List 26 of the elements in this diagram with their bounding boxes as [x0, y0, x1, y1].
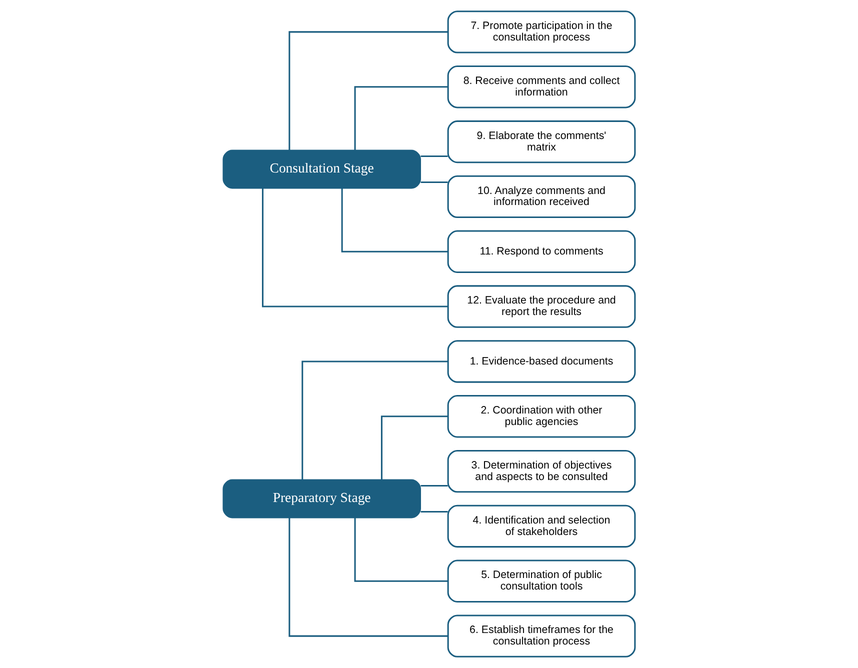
node-box: Preparatory Stage [222, 479, 421, 518]
node-box: 1. Evidence-based documents [447, 340, 636, 383]
connector [420, 510, 448, 512]
node-box: 7. Promote participation in the consultation process [447, 10, 636, 54]
node-box: Consultation Stage [222, 150, 421, 189]
node-box: 9. Elaborate the comments' matrix [447, 120, 636, 164]
node-box: 12. Evaluate the procedure and report the results [447, 285, 636, 328]
node-box: 6. Establish timeframes for the consultation process [447, 614, 636, 658]
node-box: 4. Identification and selection of stakeholders [447, 504, 636, 548]
connector [420, 485, 448, 487]
connector [354, 86, 448, 150]
connector [288, 518, 448, 637]
node-box: 5. Determination of public consultation tools [447, 560, 636, 602]
connector [380, 416, 448, 480]
connector [288, 31, 448, 150]
connector [341, 188, 448, 252]
node-box: 10. Analyze comments and information received [447, 175, 636, 218]
node-box: 2. Coordination with other public agencies [447, 395, 636, 438]
node-box: 3. Determination of objectives and aspects to be consulted [447, 450, 636, 493]
connector [420, 156, 448, 158]
connector [354, 518, 448, 582]
connector [302, 360, 448, 480]
connector [420, 181, 448, 183]
connector [262, 188, 448, 308]
node-box: 8. Receive comments and collect information [447, 66, 636, 108]
node-box: 11. Respond to comments [447, 230, 636, 273]
